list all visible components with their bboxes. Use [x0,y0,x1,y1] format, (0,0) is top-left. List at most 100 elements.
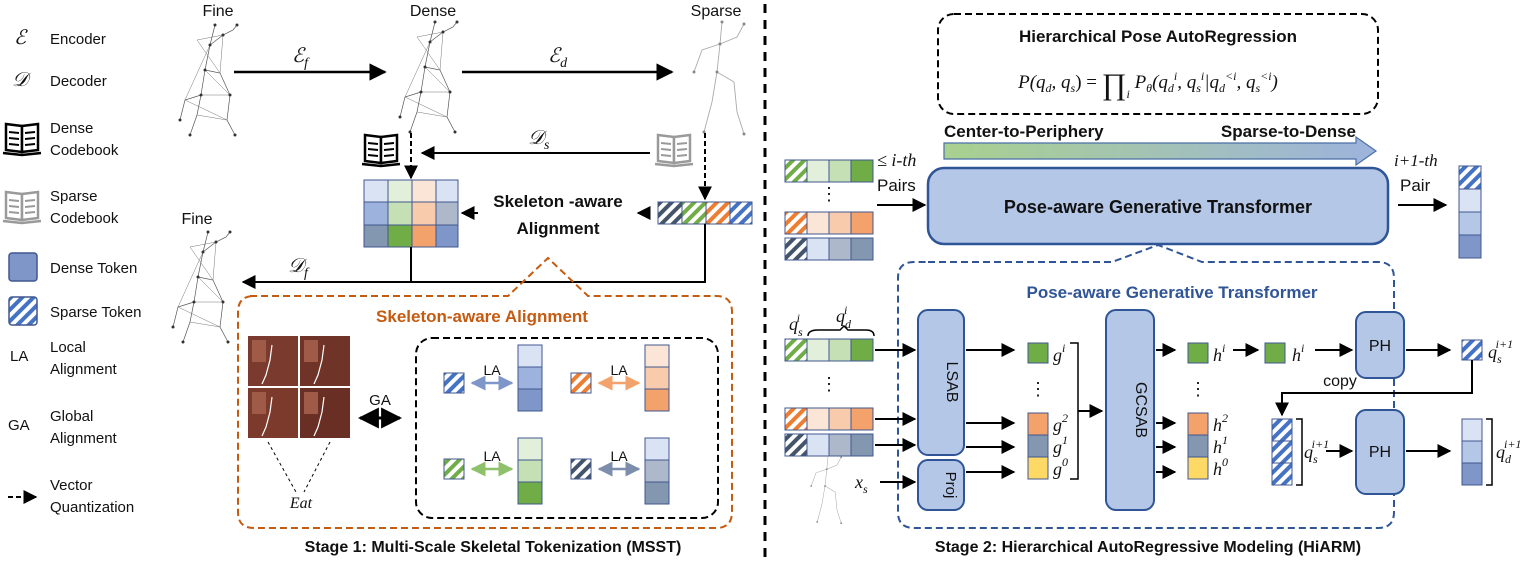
la-sparse-blue [443,372,465,394]
hpar-formula-source: P(q_d, q_s) = ∏_i P_θ(q_d^i, q_s^i | q_d… [940,108,965,111]
center-to-periphery: Center-to-Periphery [944,122,1104,141]
x-s-label: xs [854,472,868,496]
la-dense-green-3 [517,481,543,505]
legend-dense-codebook-1: Dense [50,120,93,137]
dense-codebook-icon [1,122,43,157]
la-label-slate: LA [610,448,628,464]
local-alignment-box [415,337,719,519]
stage2: Hierarchical Pose AutoRegression P(qd, q… [784,13,1521,556]
ph-block-bottom [1355,409,1405,495]
dense-codebook [360,133,402,168]
q-s-next-label: qsi+1 [1488,337,1513,366]
hpar-formula: P(qd, qs) = ∏i Pθ(qdi, qsi|qd<i, qs<i) [1017,68,1278,101]
la-dense-slate-3 [644,481,670,505]
ph-block-top [1355,311,1405,379]
legend-sparse-token: Sparse Token [50,304,141,321]
skeleton-alignment-panel [237,256,733,529]
legend-sparse-codebook-2: Codebook [50,210,119,227]
stage1: Fine Dense Sparse ℰf ℰd 𝒟s [171,3,753,556]
h-2-label: h2 [1213,411,1228,435]
ph-label-top: PH [1369,338,1391,355]
la-dense-blue-3 [517,388,543,412]
dense-token-icon [8,252,38,282]
copy-token-1 [1271,418,1293,442]
decoder-f-label: 𝒟f [288,255,310,281]
h-i-token [1187,342,1209,364]
stage2-caption: Stage 2: Hierarchical AutoRegressive Mod… [935,539,1361,556]
h-0-label: h0 [1213,455,1228,479]
label-fine-top: Fine [202,3,233,20]
q-d-next-token-3 [1461,462,1483,486]
legend-la-abbr: LA [10,348,28,365]
legend-encoder: Encoder [50,31,106,48]
fine-skeleton-bottom [171,230,232,344]
decoder-s-label: 𝒟s [528,127,550,153]
transformer-detail-title: Pose-aware Generative Transformer [1026,283,1317,302]
video-frames [248,336,350,438]
skeleton-aware-label-1: Skeleton -aware [493,192,622,211]
copy-arrow [1275,360,1473,417]
g-i-label: gi [1053,341,1065,365]
la-dense-orange-3 [644,388,670,412]
q-s-next-label-2: qsi+1 [1304,437,1329,466]
label-sparse: Sparse [691,3,742,20]
input-pairs: ⋮ [784,159,874,261]
pose-aware-transformer-label: Pose-aware Generative Transformer [1004,197,1312,217]
sparse-token-row [657,201,753,225]
la-label-blue: LA [483,362,501,378]
copy-label: copy [1323,373,1357,390]
copy-token-2 [1271,440,1293,464]
q-d-next-label: qdi+1 [1496,437,1521,466]
h-2-token [1187,412,1209,436]
g-dots: ⋮ [1029,379,1047,399]
g-2-label: g2 [1053,411,1068,435]
q-d-next-token-1 [1461,418,1483,442]
q-d-next-brace [1486,418,1493,486]
g-1-label: g1 [1053,433,1068,457]
sparse-to-dense: Sparse-to-Dense [1221,122,1356,141]
sparse-codebook-icon [1,190,43,225]
g-2-token [1027,412,1049,436]
h-0-token [1187,456,1209,480]
legend-decoder: Decoder [50,73,107,90]
la-dense-green-2 [517,459,543,483]
la-sparse-orange [570,372,592,394]
sparse-skeleton [692,20,746,136]
hpar-box [937,13,1379,115]
g-i-token [1027,342,1049,364]
encoder-f-label: ℰf [292,45,310,71]
fine-skeleton-top [178,23,239,137]
q-d-next-token-2 [1461,440,1483,464]
output-pair [1458,165,1482,259]
skeleton-alignment-panel-title: Skeleton-aware Alignment [376,307,588,326]
transformer-detail-panel [897,243,1395,529]
q-s-i-label: qsi [789,311,803,339]
legend-encoder-symbol: ℰ [14,27,28,49]
ith-pairs-label-2: Pairs [877,176,916,195]
legend-decoder-symbol: 𝒟 [12,69,32,91]
ga-label: GA [369,392,391,409]
ph-label-bottom: PH [1369,444,1391,461]
h-i-token-2 [1264,342,1286,364]
h-1-label: h1 [1213,433,1228,457]
sparse-codebook [653,133,695,168]
g-1-token [1027,434,1049,458]
legend: ℰ Encoder 𝒟 Decoder Dense Codebook Spars… [1,27,141,516]
g-0-label: g0 [1053,455,1068,479]
svg-text:⋮: ⋮ [820,184,838,204]
lsab-label: LSAB [943,362,960,403]
la-dense-slate-2 [644,459,670,483]
la-dense-blue-1 [517,344,543,368]
legend-ga-abbr: GA [8,417,30,434]
detail-input-tokens: ⋮ [784,338,874,457]
eat-label: Eat [289,495,313,512]
la-dense-blue-2 [517,366,543,390]
skeleton-aware-label-2: Alignment [516,219,599,238]
legend-la-1: Local [50,339,86,356]
lsab-block [917,309,965,456]
encoder-d-label: ℰd [548,45,568,71]
legend-vq-1: Vector [50,477,93,494]
la-sparse-green [443,458,465,480]
copy-brace [1296,418,1303,486]
